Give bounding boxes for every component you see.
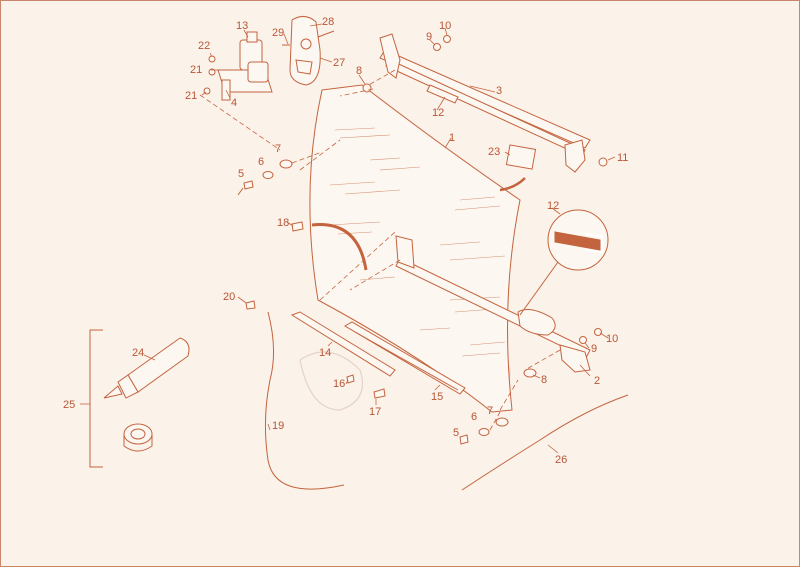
motor-housing — [282, 16, 335, 86]
wiper-motor — [217, 31, 273, 101]
label-6a: 6 — [258, 156, 264, 168]
label-26: 26 — [555, 454, 567, 466]
label-5a: 5 — [238, 168, 244, 180]
label-25: 25 — [63, 399, 75, 411]
wiper-blade — [344, 321, 466, 395]
label-14: 14 — [319, 347, 331, 359]
label-7b: 7 — [487, 405, 493, 417]
label-8b: 8 — [541, 374, 547, 386]
label-27: 27 — [333, 57, 345, 69]
swing-arrow-right — [499, 177, 526, 192]
lower-bar — [395, 235, 591, 373]
label-15: 15 — [431, 391, 443, 403]
label-10a: 10 — [439, 20, 451, 32]
label-19: 19 — [272, 420, 284, 432]
assembly-lines — [199, 69, 561, 431]
sealant-tube — [103, 337, 190, 399]
label-28: 28 — [322, 16, 334, 28]
label-21a: 21 — [190, 64, 202, 76]
label-12a: 12 — [432, 107, 444, 119]
label-6b: 6 — [471, 411, 477, 423]
part-labels: 1 2 3 4 5 5 6 6 7 7 8 8 9 9 10 10 11 12 … — [63, 16, 628, 466]
label-9a: 9 — [426, 31, 432, 43]
tape-roll — [123, 423, 153, 452]
leader-lines — [143, 23, 616, 454]
seal-detail — [519, 209, 609, 316]
label-10b: 10 — [606, 333, 618, 345]
label-7a: 7 — [275, 143, 281, 155]
label-1: 1 — [449, 132, 455, 144]
label-21b: 21 — [185, 90, 197, 102]
label-3: 3 — [496, 85, 502, 97]
kit-bracket — [89, 329, 103, 468]
upper-bar — [379, 33, 591, 173]
fasteners — [203, 35, 608, 445]
label-plate — [505, 144, 537, 170]
washer-hose — [264, 311, 345, 490]
label-23: 23 — [488, 146, 500, 158]
label-12b: 12 — [547, 200, 559, 212]
kit-curve — [461, 394, 629, 491]
label-5b: 5 — [453, 427, 459, 439]
label-29: 29 — [272, 27, 284, 39]
label-4: 4 — [231, 97, 237, 109]
wiper-arm — [290, 311, 396, 377]
label-17: 17 — [369, 406, 381, 418]
label-11: 11 — [617, 152, 628, 164]
label-16: 16 — [333, 378, 345, 390]
label-20: 20 — [223, 291, 235, 303]
label-22: 22 — [198, 40, 210, 52]
label-13: 13 — [236, 20, 248, 32]
label-24: 24 — [132, 347, 144, 359]
label-2: 2 — [594, 375, 600, 387]
label-8a: 8 — [356, 65, 362, 77]
label-18: 18 — [277, 217, 289, 229]
label-9b: 9 — [591, 343, 597, 355]
